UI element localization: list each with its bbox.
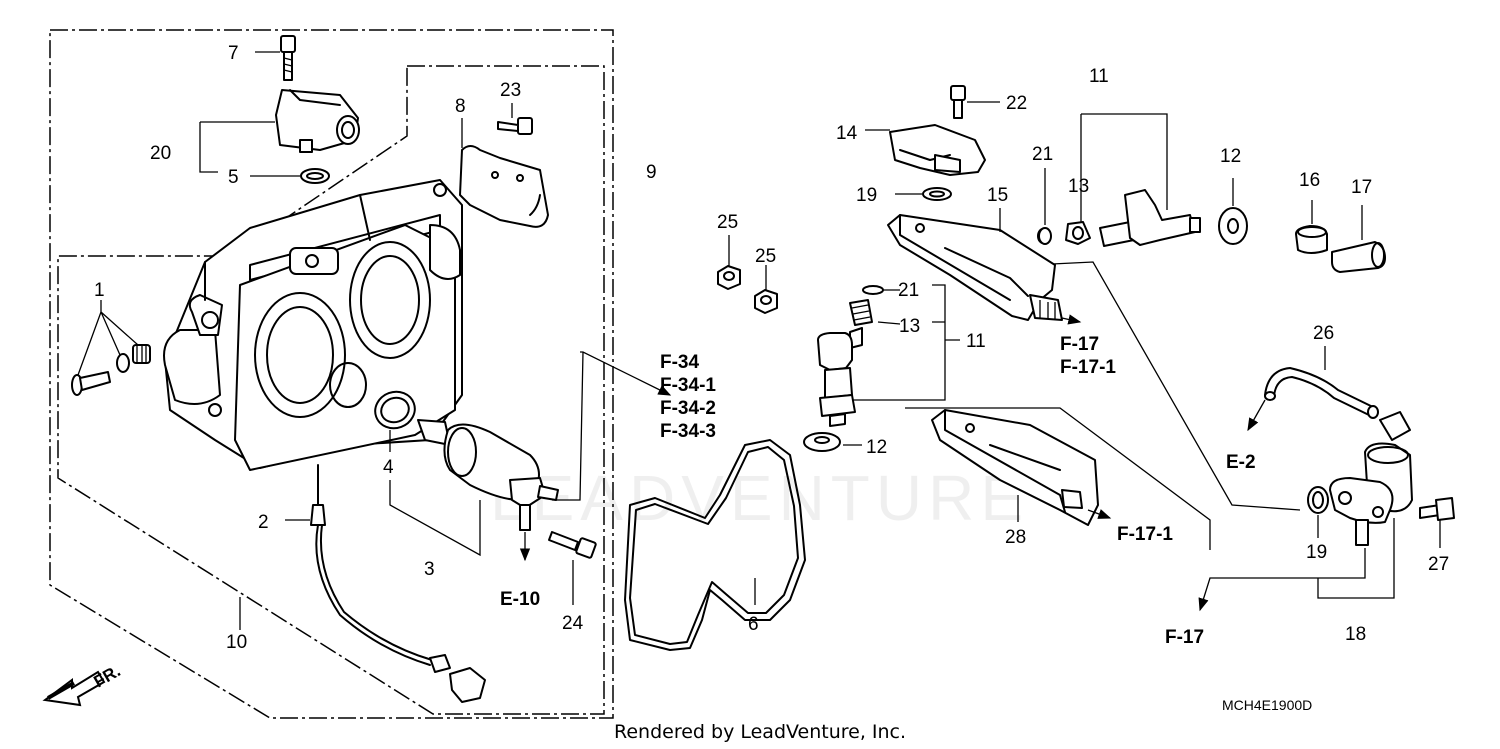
callout-13b: 13 xyxy=(899,316,920,337)
throttle-body xyxy=(163,179,463,471)
sleeve-17 xyxy=(1331,241,1386,273)
idle-air-valve-3 xyxy=(417,419,559,531)
nut-25b xyxy=(754,289,778,314)
ref-f17-b: F-17 xyxy=(1165,627,1204,648)
fuel-rail-28 xyxy=(931,409,1099,526)
callout-23: 23 xyxy=(500,80,521,101)
callout-17: 17 xyxy=(1351,177,1372,198)
callout-25a: 25 xyxy=(717,212,738,233)
front-direction-arrow xyxy=(42,670,106,707)
callout-labels: 7 20 5 8 23 9 1 4 2 3 24 10 6 25 25 14 2… xyxy=(94,43,1449,653)
callout-1: 1 xyxy=(94,280,105,301)
callout-26: 26 xyxy=(1313,323,1334,344)
bolt-24 xyxy=(548,531,597,559)
nut-25a xyxy=(717,265,741,290)
callout-4: 4 xyxy=(383,457,394,478)
bolt-22 xyxy=(950,85,966,119)
ref-f34-3: F-34-3 xyxy=(660,421,716,442)
o-ring-4 xyxy=(374,390,416,430)
fuel-rail-bracket-lines xyxy=(905,261,1301,550)
ref-f34-2: F-34-2 xyxy=(660,398,716,419)
seal-12a xyxy=(1218,207,1248,245)
callout-7: 7 xyxy=(228,43,239,64)
callout-28: 28 xyxy=(1005,527,1026,548)
callout-8: 8 xyxy=(455,96,466,117)
sensor-cable-2 xyxy=(310,464,486,703)
ref-e2: E-2 xyxy=(1226,452,1256,473)
callout-9: 9 xyxy=(646,162,657,183)
screw-1 xyxy=(71,344,151,396)
callout-11a: 11 xyxy=(1089,66,1109,87)
hose-26 xyxy=(1264,367,1379,419)
callout-22: 22 xyxy=(1006,93,1027,114)
callout-21a: 21 xyxy=(1032,144,1053,165)
callout-18: 18 xyxy=(1345,624,1366,645)
cover-14 xyxy=(889,124,986,176)
pressure-regulator-18 xyxy=(1329,411,1413,546)
render-credit: Rendered by LeadVenture, Inc. xyxy=(614,721,906,743)
ref-f17-a: F-17 xyxy=(1060,334,1099,355)
callout-21b: 21 xyxy=(898,280,919,301)
bolt-7 xyxy=(280,35,296,81)
ref-f17-1-b: F-17-1 xyxy=(1117,524,1173,545)
callout-12a: 12 xyxy=(1220,146,1241,167)
callout-19b: 19 xyxy=(1306,542,1327,563)
o-ring-19a xyxy=(922,187,952,201)
callout-20: 20 xyxy=(150,143,171,164)
ref-f17-1-a: F-17-1 xyxy=(1060,357,1116,378)
bolt-27 xyxy=(1419,497,1455,521)
cap-16 xyxy=(1295,225,1328,254)
callout-24: 24 xyxy=(562,613,584,634)
assembly-9-boundary xyxy=(57,65,605,715)
bracket-8 xyxy=(459,145,549,228)
ref-f34: F-34 xyxy=(660,352,700,373)
callout-3: 3 xyxy=(424,559,435,580)
callout-12b: 12 xyxy=(866,437,887,458)
injector-upper xyxy=(1037,189,1201,247)
watermark-text: LEADVENTURE xyxy=(490,462,1029,534)
map-sensor-20 xyxy=(275,89,360,153)
callout-16: 16 xyxy=(1299,170,1320,191)
callout-5: 5 xyxy=(228,167,239,188)
callout-27: 27 xyxy=(1428,554,1449,575)
ref-e10: E-10 xyxy=(500,589,540,610)
fuel-rail-15 xyxy=(887,214,1063,321)
callout-19a: 19 xyxy=(856,185,877,206)
callout-25b: 25 xyxy=(755,246,776,267)
reference-codes: F-34 F-34-1 F-34-2 F-34-3 F-17 F-17-1 F-… xyxy=(500,334,1256,648)
callout-15: 15 xyxy=(987,185,1008,206)
o-ring-19b xyxy=(1307,486,1329,514)
bolt-23 xyxy=(497,117,533,135)
diagram-code: MCH4E1900D xyxy=(1222,697,1312,713)
callout-6: 6 xyxy=(748,614,759,635)
o-ring-21a xyxy=(1038,227,1052,245)
callout-11b: 11 xyxy=(966,331,986,352)
o-ring-5 xyxy=(300,168,330,184)
callout-10: 10 xyxy=(226,632,247,653)
callout-14: 14 xyxy=(836,123,858,144)
callout-2: 2 xyxy=(258,512,269,533)
ref-f34-1: F-34-1 xyxy=(660,375,716,396)
seal-12b xyxy=(803,432,841,452)
injector-lower xyxy=(817,285,884,427)
callout-13a: 13 xyxy=(1068,176,1089,197)
gasket-6 xyxy=(624,439,806,651)
assembly-10-boundary xyxy=(49,29,614,719)
